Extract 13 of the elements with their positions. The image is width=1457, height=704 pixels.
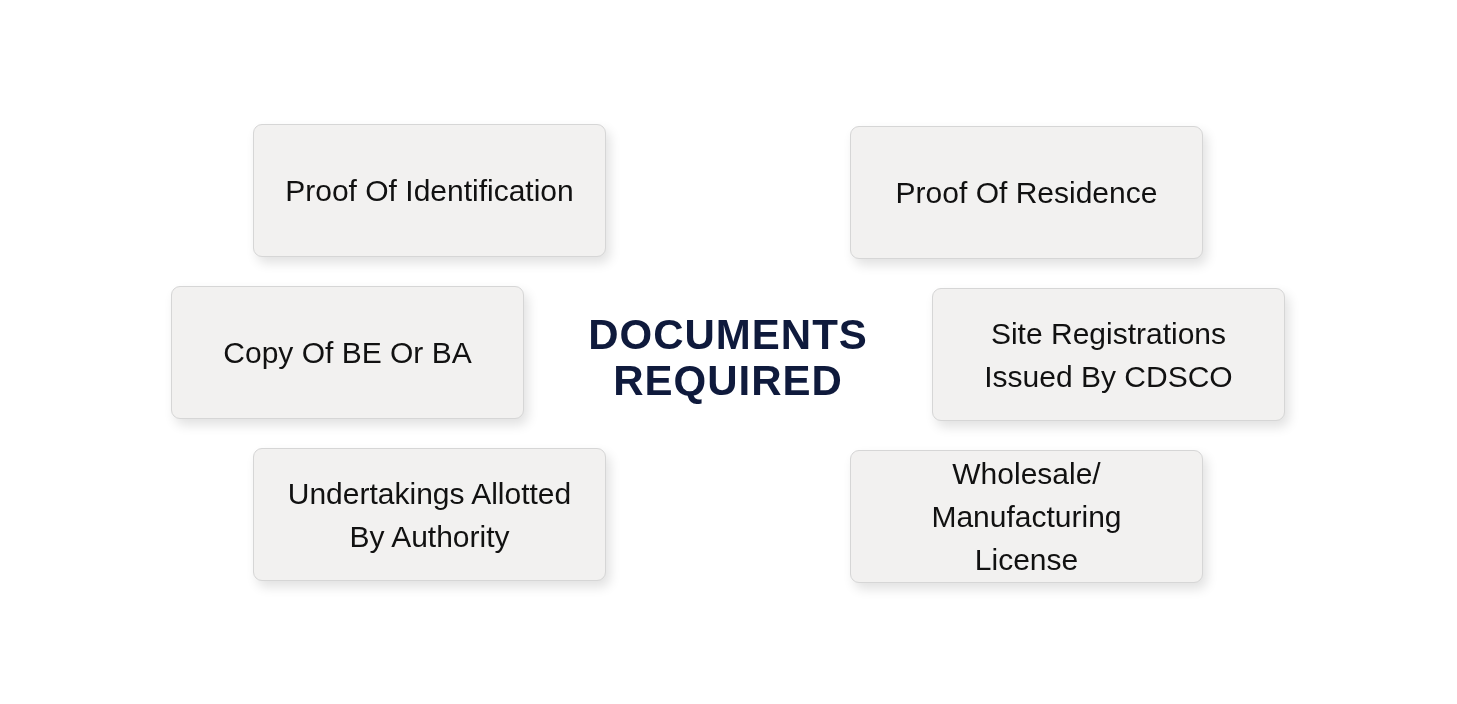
document-card [932,288,1285,421]
card-label: Copy Of BE Or BA [223,335,472,371]
document-card [850,126,1203,259]
card-label: Site Registrations Issued By CDSCO [983,315,1234,395]
document-card [253,124,606,257]
card-label: Proof Of Identification [285,173,574,209]
document-card [850,450,1203,583]
diagram-title: DOCUMENTS REQUIRED [587,312,869,404]
card-label: Proof Of Residence [895,175,1158,211]
card-label: Wholesale/ Manufacturing License [930,456,1123,578]
card-label: Undertakings Allotted By Authority [286,475,573,555]
document-card [253,448,606,581]
document-card [171,286,524,419]
